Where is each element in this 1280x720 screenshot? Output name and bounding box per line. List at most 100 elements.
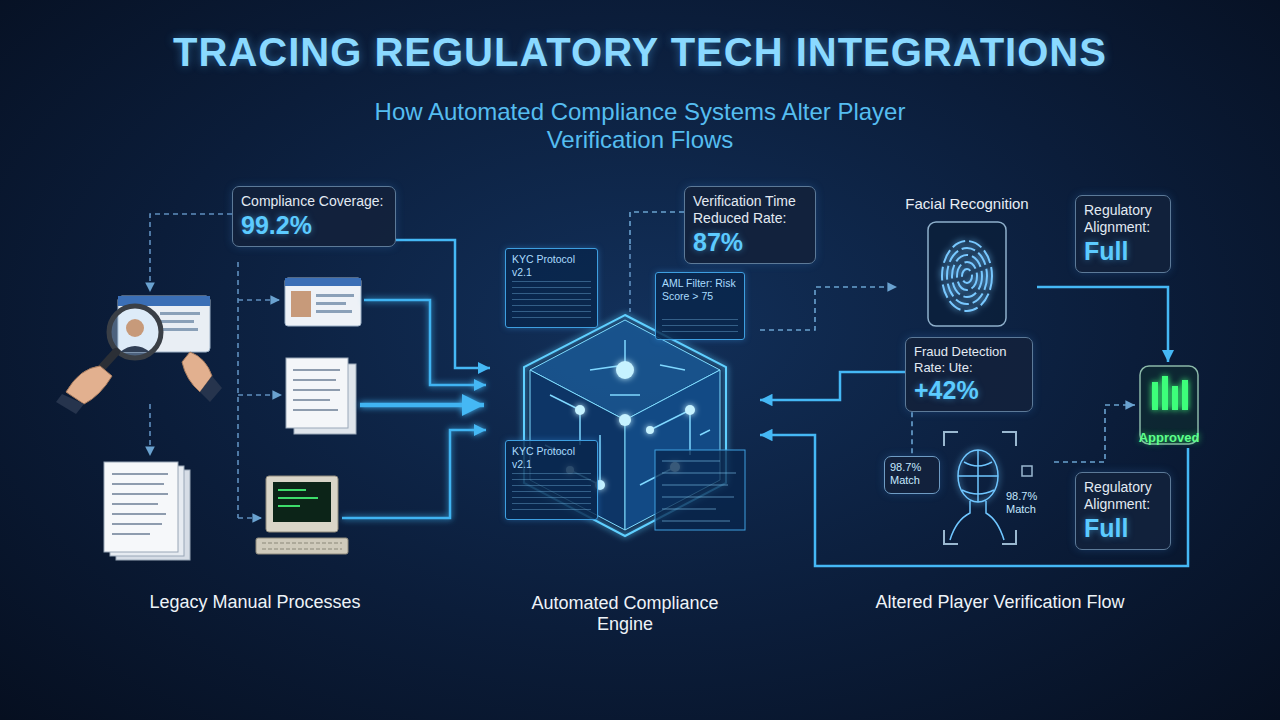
node-label: Facial Recognition: [905, 195, 1028, 212]
monitor: [266, 476, 338, 532]
data-panel: [655, 450, 745, 530]
engine-node: Automated Compliance Engine KYC Protocol …: [490, 245, 760, 640]
filter-panel: AML Filter: Risk Score > 75: [655, 272, 745, 340]
flow-connector: [760, 435, 1188, 566]
magnifier-illustration: [56, 296, 222, 414]
card-line: [160, 328, 198, 331]
card-line: [316, 310, 352, 313]
connector-group: [396, 212, 1188, 566]
card-strip: [285, 278, 361, 286]
node-label: 98.7% Match: [890, 461, 934, 486]
node-label: Regulatory Alignment:: [1084, 202, 1162, 236]
protocol-panel: KYC Protocol v2.1: [505, 440, 598, 520]
leader-line: [238, 299, 280, 301]
input-arrows: [342, 300, 486, 518]
ridge: [942, 241, 992, 311]
papers-illustration: [286, 358, 356, 434]
face-scan: [944, 432, 1032, 544]
node-label: KYC Protocol v2.1: [512, 445, 591, 471]
scan-frame: [944, 432, 1016, 544]
metric-box: Regulatory Alignment:Full: [1075, 472, 1171, 550]
shoulders: [950, 501, 1004, 540]
screen-text-lines: [278, 490, 318, 506]
panel-lines: [512, 473, 591, 513]
node-value: 99.2%: [241, 210, 387, 240]
scanner-node: Facial Recognition: [897, 195, 1037, 327]
circuit-node: [646, 426, 654, 434]
approved-node: Approved: [1135, 362, 1203, 448]
metric-box: Fraud Detection Rate: Ute:+42%: [905, 337, 1033, 412]
card-line: [160, 312, 200, 315]
paper-lines: [112, 474, 168, 534]
sleeve: [200, 376, 222, 402]
node-label: Regulatory Alignment:: [1084, 479, 1162, 513]
head-mesh: [958, 450, 998, 502]
node-label: 98.7% Match: [1006, 490, 1050, 515]
keys: [262, 543, 342, 549]
title: TRACING REGULATORY TECH INTEGRATIONS: [0, 30, 1280, 75]
node-label: KYC Protocol v2.1: [512, 253, 591, 279]
paper: [104, 462, 178, 552]
face-photo: [120, 346, 150, 352]
id-card-illustration: [285, 278, 361, 326]
dashed-connector: [1054, 405, 1135, 462]
panel-lines: [662, 319, 738, 333]
circuit-node: [616, 361, 634, 379]
node-label: Fraud Detection Rate: Ute:: [914, 344, 1024, 375]
fingerprint-scanner: [928, 222, 1006, 326]
scanner-frame: [928, 222, 1006, 326]
sleeve: [56, 394, 84, 414]
face-photo: [126, 319, 144, 337]
subtitle: How Automated Compliance Systems Alter P…: [340, 98, 940, 154]
leader-line: [149, 404, 151, 456]
screen: [273, 482, 331, 522]
paper: [286, 358, 348, 428]
input-arrow: [360, 403, 484, 408]
metric-box: Compliance Coverage:99.2%: [232, 186, 396, 247]
panel-lines: [662, 461, 736, 521]
card-line: [160, 320, 194, 323]
column-label: Legacy Manual Processes: [0, 592, 555, 613]
bar: [1162, 376, 1168, 410]
metric-box: Verification Time Reduced Rate:87%: [684, 186, 816, 264]
hand: [66, 366, 112, 404]
panel-lines: [512, 281, 591, 321]
bar: [1152, 382, 1158, 410]
node-value: +42%: [914, 375, 1024, 405]
node-value: Full: [1084, 236, 1162, 266]
ridge: [952, 255, 982, 297]
paper-stack-illustration: [104, 462, 190, 560]
dashed-connector: [760, 287, 897, 330]
signal-bars: [1152, 376, 1188, 410]
input-arrow: [342, 430, 486, 518]
fingerprint: [942, 241, 992, 311]
dashed-connector: [911, 412, 913, 456]
node-label: Compliance Coverage:: [241, 193, 387, 210]
node-label: Verification Time Reduced Rate:: [693, 193, 807, 227]
ridge: [947, 248, 987, 304]
protocol-panel: KYC Protocol v2.1: [505, 248, 598, 328]
card-line: [316, 302, 346, 305]
ridge: [962, 269, 972, 283]
scan-icon: [1022, 466, 1032, 476]
bar: [1172, 386, 1178, 410]
input-arrow: [364, 300, 486, 385]
match-box: 98.7% Match: [884, 456, 940, 494]
flow-connector: [396, 240, 490, 368]
column-label: Altered Player Verification Flow: [700, 592, 1280, 613]
circuit-node: [685, 405, 695, 415]
paper-lines: [293, 370, 340, 410]
card-photo: [291, 291, 311, 317]
metric-box: Regulatory Alignment:Full: [1075, 195, 1171, 273]
node-label: Automated Compliance Engine: [510, 593, 740, 636]
node-label: AML Filter: Risk Score > 75: [662, 277, 738, 303]
computer-illustration: [256, 476, 348, 554]
leader-line: [629, 245, 631, 312]
bar: [1182, 380, 1188, 410]
flow-connector: [1037, 287, 1168, 362]
leader-line: [238, 394, 282, 396]
keyboard: [256, 538, 348, 554]
card-line: [316, 294, 354, 297]
